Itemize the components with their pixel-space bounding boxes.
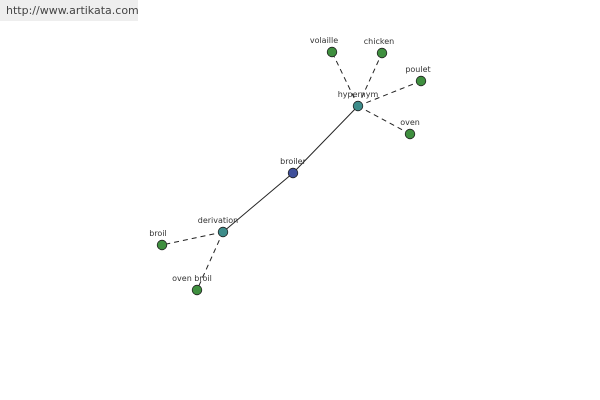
node-broiler[interactable]: broiler xyxy=(280,157,307,179)
edge-hypernym-chicken xyxy=(357,52,383,107)
node-marker-broil[interactable] xyxy=(156,239,168,251)
node-label-derivation: derivation xyxy=(198,216,238,225)
node-marker-derivation[interactable] xyxy=(217,226,229,238)
node-oven[interactable]: oven xyxy=(400,118,420,140)
nodes-layer: broiler hypernym derivation volaille chicken… xyxy=(149,36,431,296)
node-poulet[interactable]: poulet xyxy=(405,65,431,87)
node-label-oven-broil: oven broil xyxy=(172,274,212,283)
node-marker-oven-broil[interactable] xyxy=(191,284,203,296)
node-broil[interactable]: broil xyxy=(149,229,168,251)
node-label-hypernym: hypernym xyxy=(338,90,379,99)
node-derivation[interactable]: derivation xyxy=(198,216,238,238)
node-marker-hypernym[interactable] xyxy=(352,100,364,112)
node-label-chicken: chicken xyxy=(364,37,394,46)
node-volaille[interactable]: volaille xyxy=(310,36,338,58)
node-label-oven: oven xyxy=(400,118,420,127)
edge-derivation-broil xyxy=(161,231,224,246)
edge-broiler-derivation xyxy=(222,172,294,233)
node-label-poulet: poulet xyxy=(405,65,430,74)
node-label-volaille: volaille xyxy=(310,36,338,45)
node-oven-broil[interactable]: oven broil xyxy=(172,274,212,296)
node-hypernym[interactable]: hypernym xyxy=(338,90,379,112)
node-label-broiler: broiler xyxy=(280,157,306,166)
node-marker-broiler[interactable] xyxy=(287,167,299,179)
edge-hypernym-poulet xyxy=(357,80,422,107)
node-label-broil: broil xyxy=(149,229,167,238)
edges-layer xyxy=(161,51,422,291)
edge-derivation-oven-broil xyxy=(196,231,224,291)
node-marker-chicken[interactable] xyxy=(376,47,388,59)
node-marker-volaille[interactable] xyxy=(326,46,338,58)
watermark-link[interactable]: http://www.artikata.com xyxy=(0,0,139,21)
edge-hypernym-oven xyxy=(357,105,411,135)
edge-hypernym-volaille xyxy=(331,51,359,107)
edge-broiler-hypernym xyxy=(292,105,359,174)
node-chicken[interactable]: chicken xyxy=(364,37,394,59)
node-marker-poulet[interactable] xyxy=(415,75,427,87)
node-marker-oven[interactable] xyxy=(404,128,416,140)
